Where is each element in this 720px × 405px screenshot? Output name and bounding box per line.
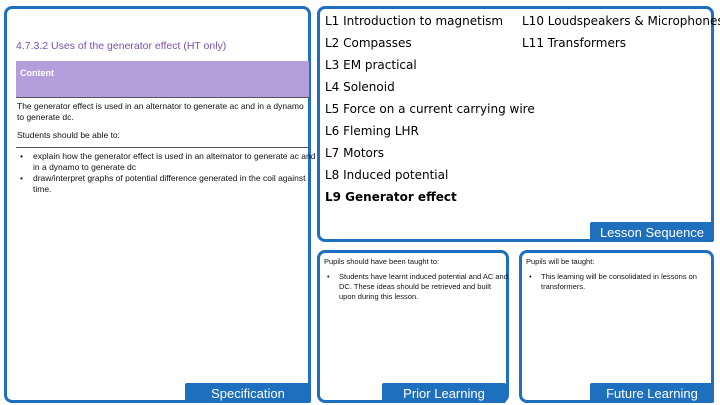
spec-bullet: explain how the generator effect is used… bbox=[20, 151, 321, 173]
lesson-item[interactable]: L10 Loudspeakers & Microphones bbox=[522, 14, 720, 28]
lesson-item[interactable]: L8 Induced potential bbox=[325, 168, 449, 182]
lesson-list-column-2: L10 Loudspeakers & Microphones L11 Trans… bbox=[522, 13, 720, 57]
future-learning-bullet: This learning will be consolidated in le… bbox=[529, 272, 713, 292]
spec-bullet: draw/interpret graphs of potential diffe… bbox=[20, 173, 321, 195]
lesson-item[interactable]: L6 Fleming LHR bbox=[325, 124, 419, 138]
lesson-item[interactable]: L5 Force on a current carrying wire bbox=[325, 102, 535, 116]
prior-learning-bullet: Students have learnt induced potential a… bbox=[327, 272, 509, 302]
lesson-item[interactable]: L3 EM practical bbox=[325, 58, 417, 72]
prior-learning-title: Pupils should have been taught to: bbox=[324, 257, 440, 266]
current-lesson-item[interactable]: L9 Generator effect bbox=[325, 190, 457, 204]
prior-learning-panel: Pupils should have been taught to: Stude… bbox=[317, 250, 509, 403]
specification-tab[interactable]: Specification bbox=[185, 383, 311, 403]
content-label: Content bbox=[20, 68, 54, 78]
prior-learning-list: Students have learnt induced potential a… bbox=[324, 272, 509, 302]
spec-paragraph: Students should be able to: bbox=[17, 130, 121, 140]
content-band: Content bbox=[16, 61, 309, 97]
future-learning-title: Pupils will be taught: bbox=[526, 257, 595, 266]
lesson-item[interactable]: L7 Motors bbox=[325, 146, 385, 160]
prior-learning-tab[interactable]: Prior Learning bbox=[382, 383, 506, 403]
lesson-item[interactable]: L4 Solenoid bbox=[325, 80, 395, 94]
spec-bullet-list: explain how the generator effect is used… bbox=[17, 151, 321, 195]
future-learning-tab[interactable]: Future Learning bbox=[590, 383, 714, 403]
lesson-sequence-tab[interactable]: Lesson Sequence bbox=[590, 222, 714, 242]
lesson-sequence-panel: L1 Introduction to magnetism L2 Compasse… bbox=[317, 6, 720, 242]
divider bbox=[16, 97, 309, 98]
lesson-list-column-1: L1 Introduction to magnetism L2 Compasse… bbox=[325, 13, 535, 211]
spec-heading: 4.7.3.2 Uses of the generator effect (HT… bbox=[16, 40, 227, 52]
lesson-item[interactable]: L1 Introduction to magnetism bbox=[325, 14, 504, 28]
specification-panel: 4.7.3.2 Uses of the generator effect (HT… bbox=[4, 6, 315, 403]
future-learning-panel: Pupils will be taught: This learning wil… bbox=[519, 250, 714, 403]
divider bbox=[16, 147, 309, 148]
spec-paragraph: The generator effect is used in an alter… bbox=[17, 101, 304, 122]
lesson-item[interactable]: L2 Compasses bbox=[325, 36, 412, 50]
future-learning-list: This learning will be consolidated in le… bbox=[526, 272, 713, 292]
lesson-item[interactable]: L11 Transformers bbox=[522, 36, 627, 50]
